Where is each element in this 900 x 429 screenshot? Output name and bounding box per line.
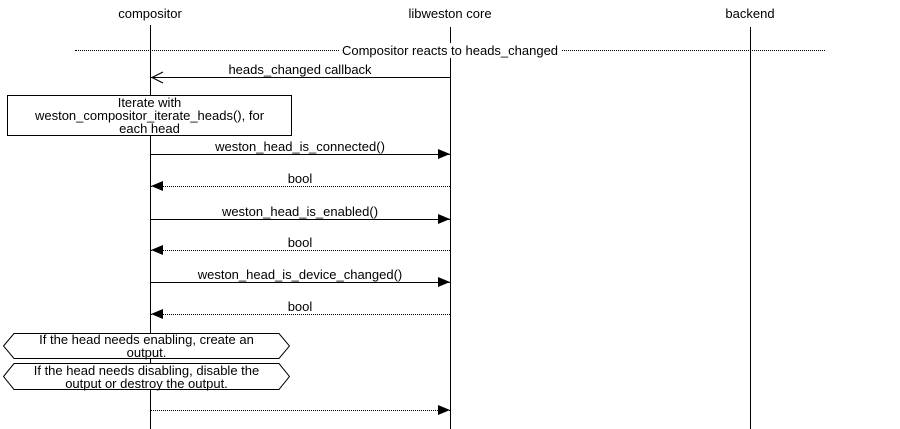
filled-arrowhead-right-icon	[438, 405, 450, 415]
lifeline-backend	[750, 27, 751, 429]
message-line	[151, 186, 450, 187]
condition-line: If the head needs enabling, create an	[39, 332, 254, 347]
note-iterate-heads: Iterate with weston_compositor_iterate_h…	[7, 95, 292, 136]
condition-disable-output: If the head needs disabling, disable the…	[3, 363, 290, 390]
participant-libweston-core: libweston core	[408, 6, 492, 21]
message-label-bool: bool	[287, 299, 313, 314]
note-line: weston_compositor_iterate_heads(), for	[34, 108, 265, 123]
hexagon-shape	[3, 363, 290, 390]
filled-arrowhead-right-icon	[438, 214, 450, 224]
message-line	[151, 410, 450, 411]
message-line	[151, 219, 450, 220]
message-label-bool: bool	[287, 171, 313, 186]
message-label-heads-changed-callback: heads_changed callback	[228, 62, 372, 77]
condition-line: If the head needs disabling, disable the	[33, 363, 260, 378]
filled-arrowhead-left-icon	[151, 181, 163, 191]
hexagon-shape	[3, 333, 290, 359]
filled-arrowhead-left-icon	[151, 245, 163, 255]
note-line: Iterate with	[117, 95, 182, 110]
message-label-head-is-connected: weston_head_is_connected()	[215, 139, 385, 154]
message-label-head-is-device-changed: weston_head_is_device_changed()	[197, 267, 403, 282]
message-line	[151, 314, 450, 315]
open-arrowhead-left-icon	[151, 71, 164, 84]
participant-backend: backend	[725, 6, 775, 21]
filled-arrowhead-left-icon	[151, 309, 163, 319]
lifeline-compositor	[150, 25, 151, 429]
message-line	[151, 250, 450, 251]
message-line	[151, 77, 450, 78]
message-label-head-is-enabled: weston_head_is_enabled()	[221, 204, 379, 219]
filled-arrowhead-right-icon	[438, 277, 450, 287]
divider-label: Compositor reacts to heads_changed	[338, 43, 562, 58]
condition-enable-output: If the head needs enabling, create an ou…	[3, 333, 290, 359]
condition-line: output or destroy the output.	[65, 376, 228, 391]
message-line	[151, 154, 450, 155]
note-line: each head	[119, 121, 180, 136]
participant-compositor: compositor	[118, 6, 182, 21]
condition-line: output.	[126, 345, 167, 360]
message-line	[151, 282, 450, 283]
message-label-bool: bool	[287, 235, 313, 250]
lifeline-libweston-core	[450, 27, 451, 429]
filled-arrowhead-right-icon	[438, 149, 450, 159]
